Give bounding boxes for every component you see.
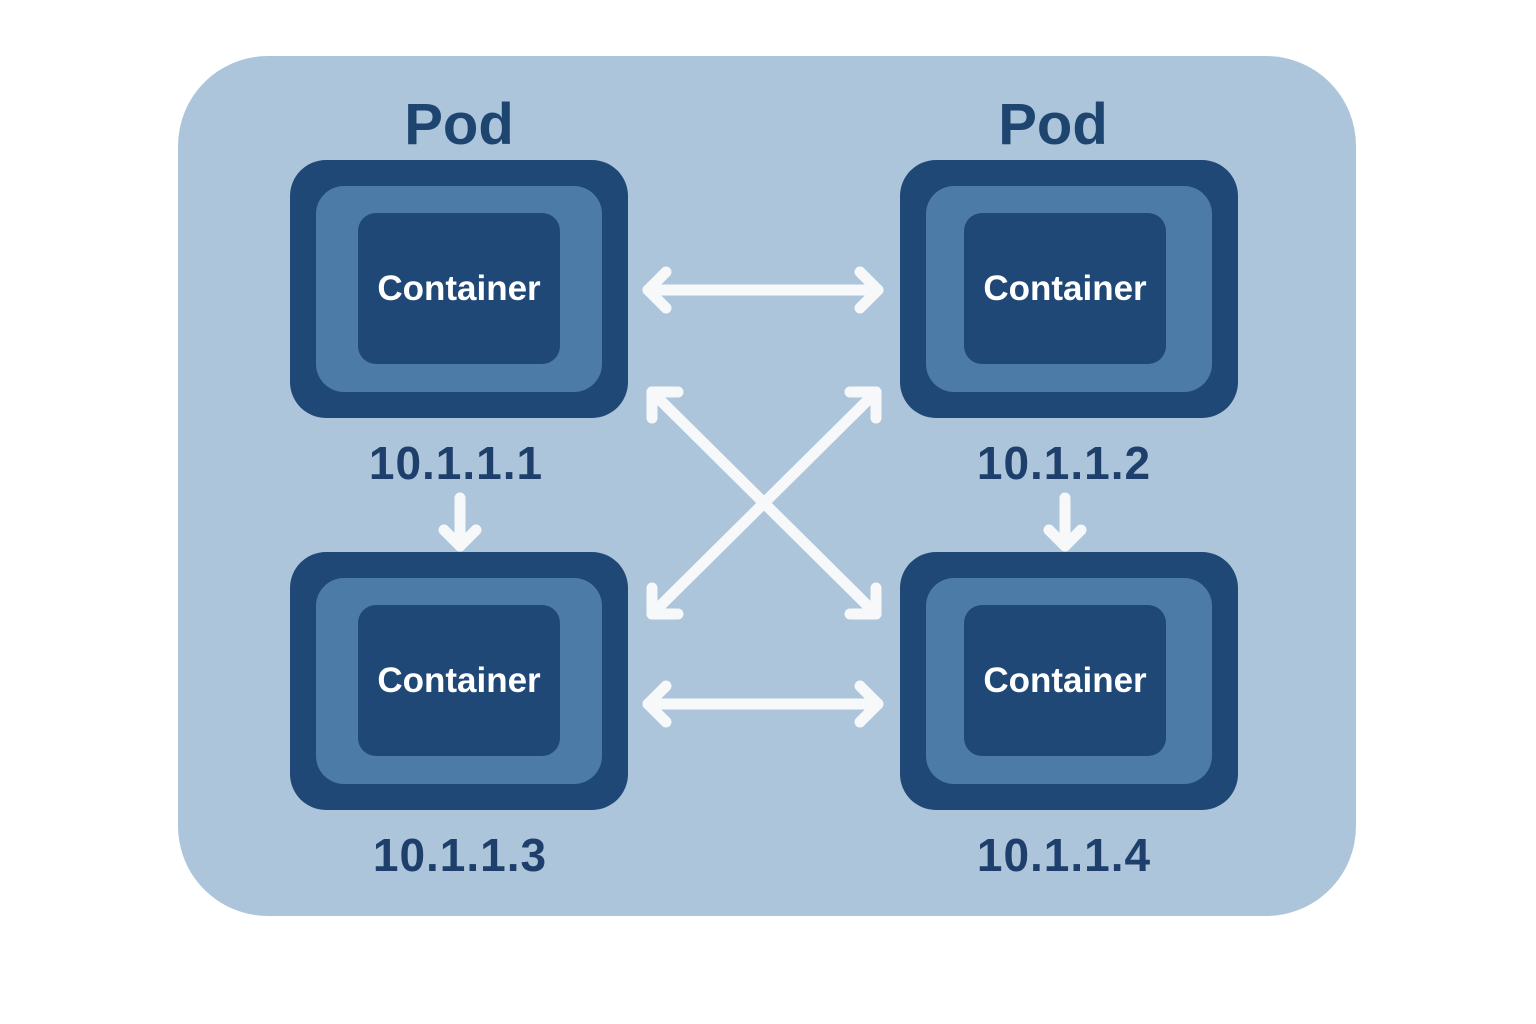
pod-1[interactable]: Container xyxy=(290,160,628,418)
pod-1-ip: 10.1.1.1 xyxy=(368,437,544,489)
pod-4-ip: 10.1.1.4 xyxy=(976,829,1152,881)
pod-3[interactable]: Container xyxy=(290,552,628,810)
pod-2-container[interactable]: Container xyxy=(964,213,1166,364)
pod-4-container[interactable]: Container xyxy=(964,605,1166,756)
pod-2[interactable]: Container xyxy=(900,160,1238,418)
pod-1-container-label: Container xyxy=(377,268,541,308)
pod-3-container-label: Container xyxy=(377,660,541,700)
pod-3-ip: 10.1.1.3 xyxy=(372,829,548,881)
pod-2-container-label: Container xyxy=(983,268,1147,308)
pod-1-container[interactable]: Container xyxy=(358,213,560,364)
pod-4[interactable]: Container xyxy=(900,552,1238,810)
pod-3-container[interactable]: Container xyxy=(358,605,560,756)
pod-2-ip: 10.1.1.2 xyxy=(976,437,1152,489)
pod-4-container-label: Container xyxy=(983,660,1147,700)
pod-1-title: Pod xyxy=(404,92,514,157)
pod-2-title: Pod xyxy=(998,92,1108,157)
